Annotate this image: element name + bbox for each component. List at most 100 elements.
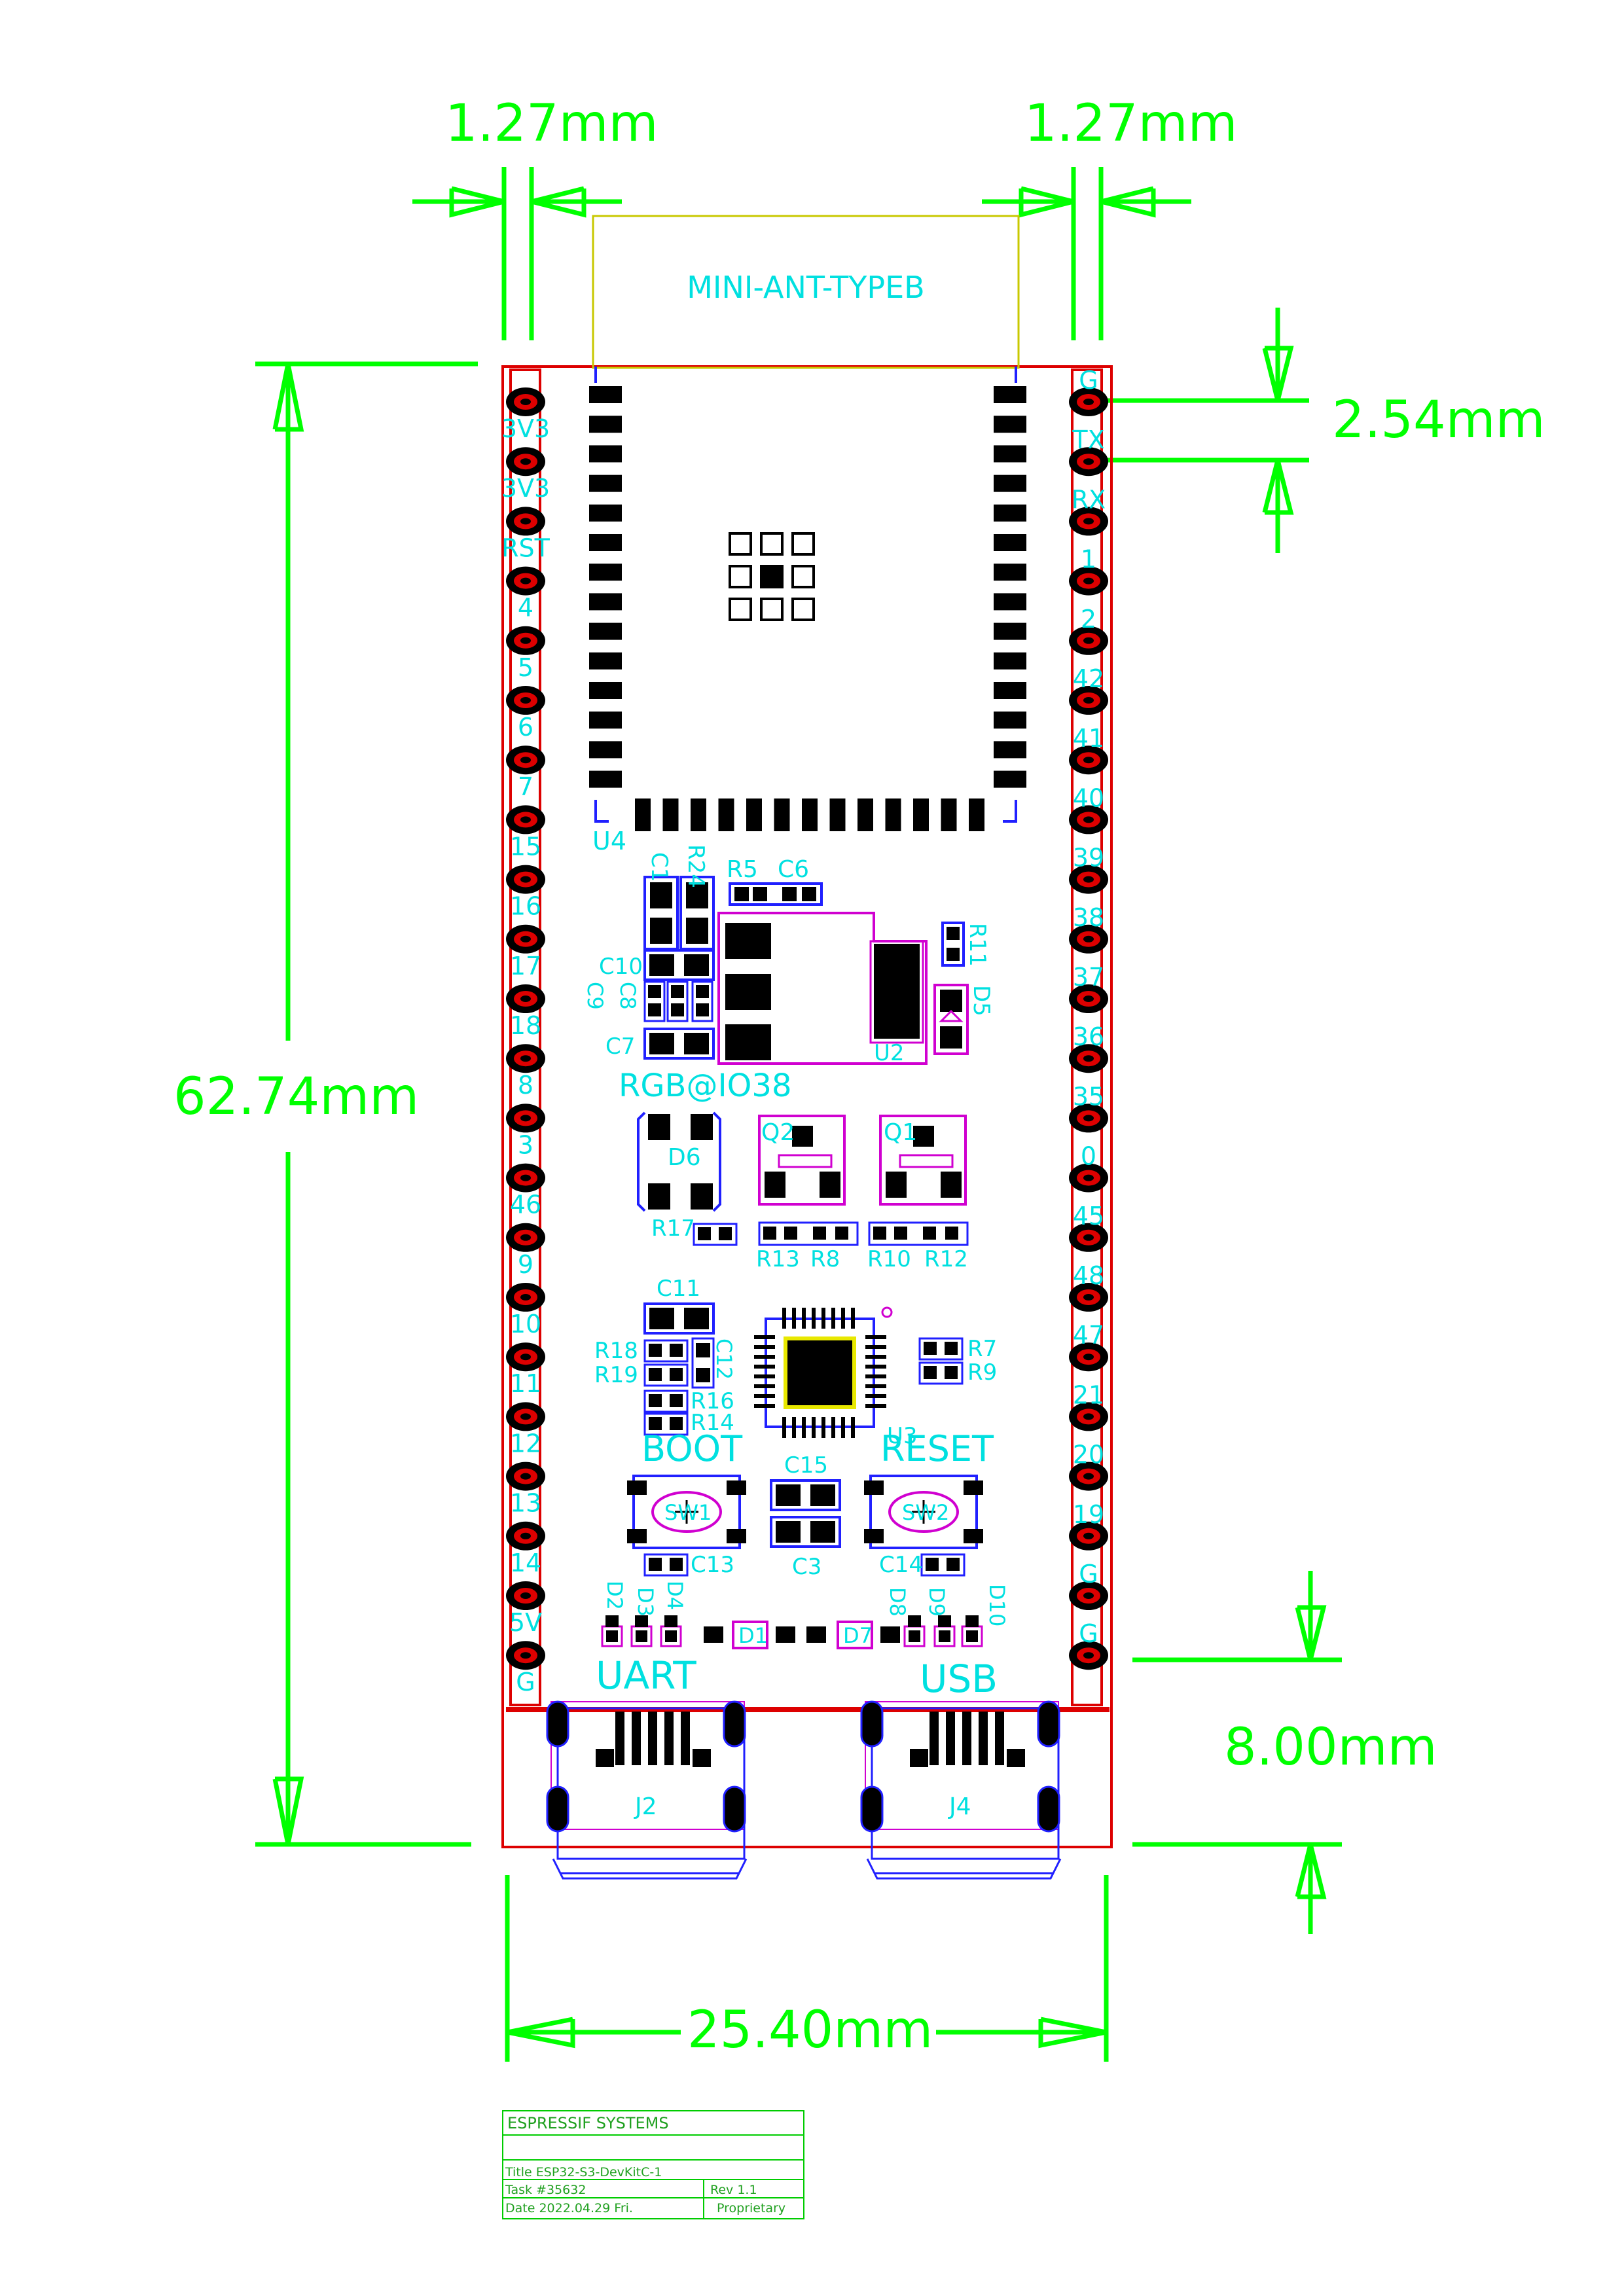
left-header-label: 3V3: [501, 474, 550, 503]
right-header-label: 48: [1073, 1261, 1104, 1290]
module-pad: [994, 386, 1026, 403]
left-header-label: 15: [510, 832, 541, 861]
label-u4: U4: [592, 827, 626, 855]
label-sw2: SW2: [902, 1500, 949, 1525]
label-r12: R12: [924, 1246, 968, 1272]
module-pad: [994, 475, 1026, 492]
label-reset: RESET: [880, 1428, 994, 1469]
right-header-pins: [1069, 387, 1108, 1670]
header-pin: [1069, 1342, 1108, 1372]
label-rgb: RGB@IO38: [619, 1067, 792, 1104]
label-c13: C13: [691, 1552, 734, 1578]
label-j2: J2: [634, 1793, 657, 1820]
label-c15: C15: [784, 1452, 828, 1479]
label-r5: R5: [727, 856, 758, 883]
qfn-pin: [754, 1384, 775, 1388]
left-header-label: 13: [510, 1489, 541, 1518]
module-pad: [941, 798, 957, 831]
module-pad: [994, 741, 1026, 759]
right-header-label: 40: [1073, 783, 1104, 812]
qfn-pin: [782, 1417, 786, 1438]
dimension-pin-pitch: 2.54mm: [1332, 391, 1545, 450]
header-pin: [506, 745, 545, 775]
header-pin: [1069, 745, 1108, 775]
header-pin: [1069, 566, 1108, 596]
right-header-label: 35: [1073, 1082, 1104, 1111]
qfn-pin: [754, 1335, 775, 1339]
header-pin: [1069, 507, 1108, 536]
module-pad: [589, 386, 622, 403]
header-pin: [506, 1462, 545, 1491]
right-header-label: 42: [1073, 664, 1104, 693]
right-header-label: 47: [1073, 1321, 1104, 1350]
usb-connectors: UART USB J2: [546, 1653, 1062, 1880]
header-pin: [506, 387, 545, 416]
module-pad: [994, 445, 1026, 463]
connector-j2: J2: [546, 1700, 748, 1880]
module-pad: [994, 711, 1026, 729]
module-pad: [589, 475, 622, 492]
label-d3: D3: [633, 1587, 658, 1617]
label-c3: C3: [792, 1554, 821, 1580]
qfn-pin: [865, 1374, 886, 1378]
dimension-top-right: 1.27mm: [1024, 94, 1238, 153]
header-pin: [1069, 1462, 1108, 1491]
module-pad: [662, 798, 679, 831]
header-pin: [506, 626, 545, 655]
module-pad: [589, 564, 622, 581]
header-pin: [506, 1641, 545, 1670]
antenna-keepout: MINI-ANT-TYPEB: [592, 215, 1020, 369]
qfn-pin: [792, 1417, 796, 1438]
header-pin: [1069, 686, 1108, 715]
left-header-label: 17: [510, 952, 541, 980]
qfn-pin: [865, 1404, 886, 1408]
left-header-label: 10: [510, 1310, 541, 1338]
header-pin: [506, 1103, 545, 1133]
header-pin: [1069, 865, 1108, 894]
header-pin: [1069, 805, 1108, 834]
module-pad: [994, 593, 1026, 611]
label-c8: C8: [615, 982, 640, 1010]
label-usb: USB: [920, 1657, 998, 1701]
qfn-pin: [831, 1308, 835, 1329]
header-pin: [506, 1521, 545, 1551]
dimension-labels: 1.27mm 1.27mm 2.54mm 62.74mm 8.00mm 25.4…: [173, 94, 1545, 2060]
antenna-label: MINI-ANT-TYPEB: [687, 270, 925, 305]
dimension-board-length: 62.74mm: [173, 1067, 419, 1126]
header-pin: [506, 984, 545, 1013]
dimension-board-width: 25.40mm: [687, 2001, 933, 2060]
label-r11: R11: [964, 923, 990, 967]
right-header-label: 20: [1073, 1441, 1104, 1469]
qfn-pin: [754, 1355, 775, 1359]
label-r9: R9: [967, 1359, 997, 1386]
header-pin: [506, 566, 545, 596]
module-pad: [802, 798, 818, 831]
qfn-pin: [865, 1384, 886, 1388]
header-pin: [506, 1581, 545, 1610]
left-header-label: 12: [510, 1429, 541, 1458]
usb-bridge-section: C11 R18 R19 C12 R16 R14 U3: [594, 1276, 997, 1449]
titleblock-task: Task #35632: [505, 2183, 586, 2197]
label-d9: D9: [924, 1587, 949, 1617]
label-d6: D6: [668, 1144, 701, 1171]
left-header-label: 3V3: [501, 414, 550, 443]
module-pad: [589, 770, 622, 788]
label-c1: C1: [646, 852, 672, 882]
header-pin: [506, 1342, 545, 1372]
label-r8: R8: [810, 1246, 840, 1272]
right-header-label: G: [1079, 1619, 1098, 1648]
module-pad: [589, 504, 622, 522]
label-u2: U2: [874, 1040, 905, 1066]
header-pin: [1069, 1223, 1108, 1252]
titleblock-rev: Rev 1.1: [710, 2183, 757, 2197]
right-header-label: 21: [1073, 1380, 1104, 1409]
header-pin: [1069, 924, 1108, 954]
qfn-pin: [782, 1308, 786, 1329]
label-r13: R13: [756, 1246, 800, 1272]
qfn-pin: [812, 1308, 816, 1329]
right-header-label: G: [1079, 1560, 1098, 1588]
label-r14: R14: [691, 1410, 734, 1436]
qfn-pin: [754, 1365, 775, 1369]
module-pad: [718, 798, 734, 831]
